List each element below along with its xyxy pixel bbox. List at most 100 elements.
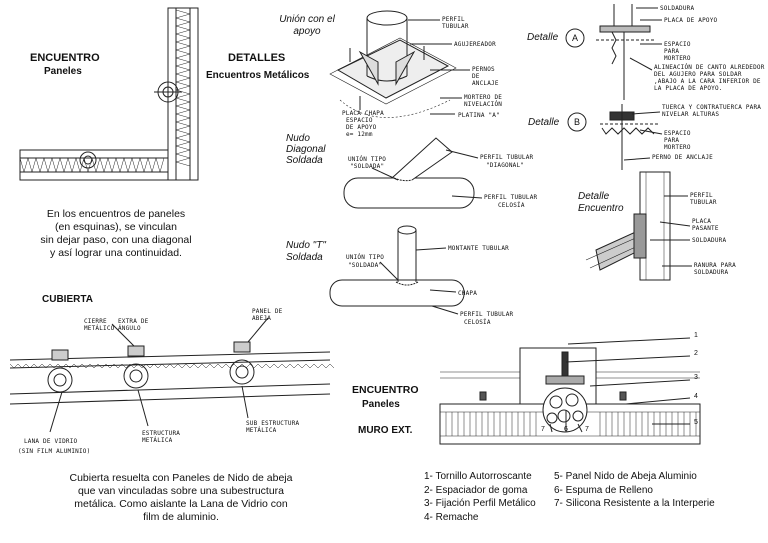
label-celosia-t: CELOSÍA (464, 319, 491, 326)
detalle-a-drawing (565, 4, 662, 100)
encuentro-muro-drawing (439, 337, 701, 445)
label-alineacion: ALINEACIÓN DE CANTO ALREDEDOR DEL AGUJER… (654, 64, 765, 92)
cubierta-desc-line: metálica. Como aislante la Lana de Vidri… (74, 498, 288, 510)
label-agujereador: AGUJEREADOR (454, 41, 496, 48)
label-espacio: ESPACIO (346, 117, 373, 124)
label-perfil-tubular-c: PERFIL TUBULAR (484, 194, 538, 201)
union-apoyo-title-line: apoyo (293, 26, 321, 37)
label-soldadura-e: SOLDADURA (692, 237, 727, 244)
label-perfil-tubular: PERFIL TUBULAR (442, 16, 469, 30)
label-perfil-tubular-d: PERFIL TUBULAR (480, 154, 534, 161)
encuentro-desc-line: sin dejar paso, con una diagonal (40, 234, 192, 246)
label-panel-abeja: PANEL DE ABEJA (252, 308, 283, 322)
nudo-diagonal-drawing (343, 137, 483, 209)
label-espesor: e= 12mm (346, 131, 373, 138)
label-placa-pasante: PLACA PASANTE (692, 218, 719, 232)
legend-right: 5- Panel Nido de Abeja Aluminio 6- Espum… (554, 470, 715, 511)
label-de-apoyo: DE APOYO (346, 124, 377, 131)
detalles-subtitle: Encuentros Metálicos (206, 70, 310, 81)
label-soldada-d: "SOLDADA" (350, 163, 385, 170)
encuentro-title: ENCUENTRO (30, 52, 100, 64)
cubierta-desc-line: film de aluminio. (143, 511, 219, 523)
union-apoyo-title-line: Unión con el (279, 14, 335, 25)
callout-6: 6 (564, 426, 568, 433)
nudo-diagonal-title-line: Nudo (286, 133, 310, 144)
label-espacio-mortero-b: ESPACIO PARA MORTERO (664, 130, 691, 151)
nudo-diagonal-title-line: Diagonal (286, 144, 326, 155)
legend-left: 1- Tornillo Autorroscante 2- Espaciador … (424, 470, 536, 524)
callout-5: 5 (694, 419, 698, 426)
label-celosia-d: CELOSÍA (498, 202, 525, 209)
label-perno-anclaje: PERNO DE ANCLAJE (652, 154, 713, 161)
label-perfil-tubular-e: PERFIL TUBULAR (690, 192, 717, 206)
label-espacio-mortero-a: ESPACIO PARA MORTERO (664, 41, 691, 62)
legend-item: 7- Silicona Resistente a la Interperie (554, 498, 715, 509)
cubierta-desc-line: Cubierta resuelta con Paneles de Nido de… (69, 472, 293, 484)
label-union-tipo-t: UNIÓN TIPO (346, 254, 385, 261)
label-lana-vidrio: LANA DE VIDRIO (24, 438, 78, 445)
nudo-t-title-line: Soldada (286, 252, 323, 263)
label-extra-angulo: EXTRA DE ÁNGULO (118, 318, 149, 332)
label-chapa: CHAPA (458, 290, 478, 297)
detalle-b-letter: B (574, 117, 581, 127)
detalle-b-drawing (567, 104, 663, 170)
detalles-title: DETALLES (228, 52, 286, 64)
legend-item: 1- Tornillo Autorroscante (424, 471, 532, 482)
label-cierre-metalico: CIERRE METÁLICO (84, 318, 115, 332)
legend-item: 3- Fijación Perfil Metálico (424, 498, 536, 509)
label-sub-estructura: SUB ESTRUCTURA METÁLICA (246, 420, 300, 434)
callout-4: 4 (694, 393, 698, 400)
nudo-t-drawing (329, 225, 465, 315)
label-sin-film: (SIN FILM ALUMINIO) (18, 448, 91, 455)
encuentro-subtitle: Paneles (44, 66, 82, 77)
union-apoyo-drawing (329, 10, 470, 118)
label-montante: MONTANTE TUBULAR (448, 245, 509, 252)
label-pernos-anclaje: PERNOS DE ANCLAJE (472, 66, 499, 87)
legend-item: 5- Panel Nido de Abeja Aluminio (554, 471, 697, 482)
detalle-encuentro-drawing (585, 171, 692, 281)
label-ranura: RANURA PARA SOLDADURA (694, 262, 736, 276)
callout-7-left: 7 (541, 426, 545, 433)
nudo-t-title: Nudo "T" Soldada (286, 240, 326, 264)
label-tuerca: TUERCA Y CONTRATUERCA PARA NIVELAR ALTUR… (662, 104, 762, 118)
cubierta-desc-line: que van vinculadas sobre una subestructu… (77, 485, 285, 497)
detalle-a-letter: A (572, 33, 579, 43)
label-placa-chapa: PLACA CHAPA (342, 110, 384, 117)
label-placa-apoyo: PLACA DE APOYO (664, 17, 718, 24)
nudo-t-title-line: Nudo "T" (286, 240, 326, 251)
callout-7-right: 7 (585, 426, 589, 433)
label-perfil-tubular-t: PERFIL TUBULAR (460, 311, 514, 318)
encuentro-muro-title: ENCUENTRO (352, 384, 419, 396)
callout-1: 1 (694, 332, 698, 339)
legend-item: 6- Espuma de Relleno (554, 484, 653, 496)
label-soldadura-a: SOLDADURA (660, 5, 695, 12)
cubierta-description: Cubierta resuelta con Paneles de Nido de… (46, 472, 316, 524)
legend-item: 4- Remache (424, 511, 479, 523)
encuentro-desc-line: y así lograr una continuidad. (50, 247, 182, 259)
label-union-tipo-d: UNIÓN TIPO (348, 156, 387, 163)
detalle-encuentro-title-line: Detalle (578, 191, 610, 202)
encuentro-desc-line: (en esquinas), se vinculan (55, 221, 177, 233)
encuentro-muro-subtitle: Paneles (362, 399, 400, 410)
encuentro-description: En los encuentros de paneles (en esquina… (18, 208, 214, 260)
encuentro-desc-line: En los encuentros de paneles (46, 208, 186, 220)
cubierta-title: CUBIERTA (42, 294, 93, 305)
label-soldada-t: "SOLDADA" (348, 262, 383, 269)
detalle-encuentro-title: Detalle Encuentro (578, 191, 624, 215)
label-mortero-nivelacion: MORTERO DE NIVELACIÓN (464, 94, 503, 108)
encuentro-corner-drawing (19, 7, 199, 181)
muro-ext-label: MURO EXT. (358, 425, 413, 436)
label-platina: PLATINA "A" (458, 112, 500, 119)
nudo-diagonal-title: Nudo Diagonal Soldada (286, 133, 325, 166)
union-apoyo-title: Unión con el apoyo (274, 14, 340, 38)
detalle-b-title: Detalle (528, 117, 560, 128)
callout-3: 3 (694, 374, 698, 381)
detalle-a-title: Detalle (527, 32, 559, 43)
label-estructura-metalica: ESTRUCTURA METÁLICA (142, 430, 181, 444)
detalle-encuentro-title-line: Encuentro (578, 203, 624, 214)
legend-item: 2- Espaciador de goma (424, 484, 528, 496)
nudo-diagonal-title-line: Soldada (286, 155, 323, 166)
callout-2: 2 (694, 350, 698, 357)
label-diagonal: "DIAGONAL" (486, 162, 525, 169)
